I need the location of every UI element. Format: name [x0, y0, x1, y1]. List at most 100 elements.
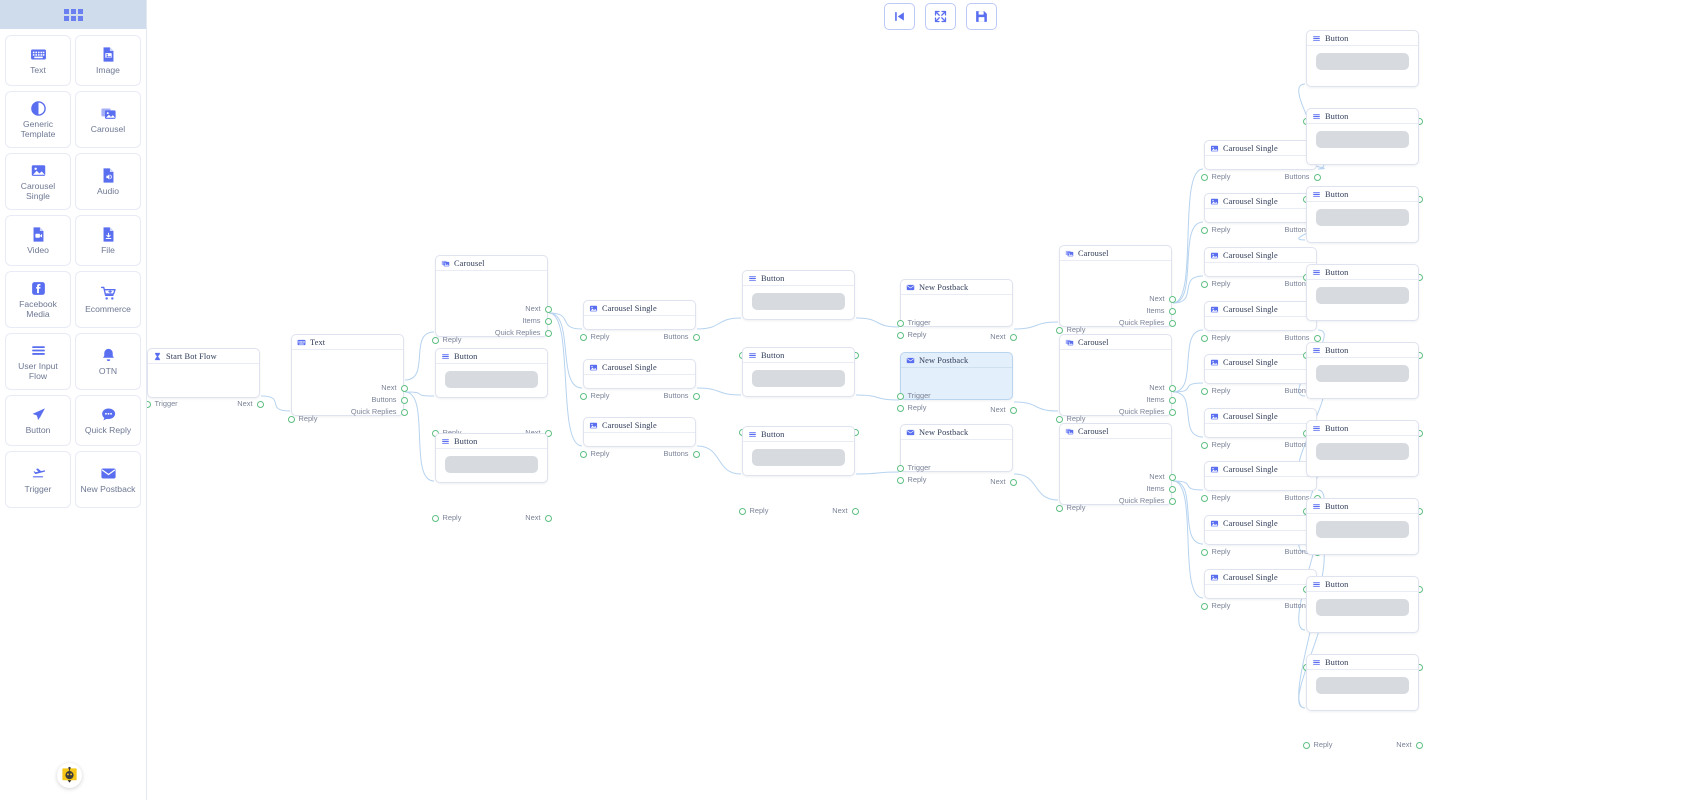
chat-bot-icon[interactable]	[57, 763, 82, 788]
output-port-buttons[interactable]: Buttons	[663, 450, 700, 458]
input-port-reply[interactable]: Reply	[287, 415, 317, 423]
input-port-reply[interactable]: Reply	[1055, 326, 1085, 334]
input-port-reply[interactable]: Reply	[579, 450, 609, 458]
port-dot-icon[interactable]	[287, 415, 295, 423]
port-dot-icon[interactable]	[1200, 494, 1208, 502]
input-port-reply[interactable]: Reply	[1200, 280, 1230, 288]
output-port-buttons[interactable]: Buttons	[1284, 334, 1321, 342]
output-port-buttons[interactable]: Buttons	[663, 333, 700, 341]
output-port-quick-replies[interactable]: Quick Replies	[1119, 319, 1176, 327]
port-dot-icon[interactable]	[1168, 485, 1176, 493]
input-port-reply[interactable]: Reply	[1200, 494, 1230, 502]
sidebar-header[interactable]	[0, 0, 146, 29]
port-dot-icon[interactable]	[692, 450, 700, 458]
port-dot-icon[interactable]	[1168, 473, 1176, 481]
flow-node-carousel[interactable]: Carousel Reply Next Items Quick Replies	[1055, 423, 1176, 512]
palette-item-facebook-media[interactable]: Facebook Media	[5, 271, 71, 328]
port-dot-icon[interactable]	[544, 514, 552, 522]
port-dot-icon[interactable]	[896, 331, 904, 339]
input-port-reply[interactable]: Reply	[579, 333, 609, 341]
port-dot-icon[interactable]	[896, 476, 904, 484]
flow-node-carousel-single[interactable]: Carousel Single Reply Buttons	[579, 417, 700, 458]
output-port-items[interactable]: Items	[1146, 307, 1176, 315]
port-dot-icon[interactable]	[579, 333, 587, 341]
flow-node-button[interactable]: Button Reply Next	[1302, 576, 1423, 671]
flow-node-carousel-single[interactable]: Carousel Single Reply Buttons	[579, 300, 700, 341]
flow-node-button[interactable]: Button Reply Next	[1302, 264, 1423, 359]
port-dot-icon[interactable]	[1313, 334, 1321, 342]
input-port-reply[interactable]: Reply	[1200, 334, 1230, 342]
output-port-next[interactable]: Next	[1149, 473, 1176, 481]
port-dot-icon[interactable]	[1200, 441, 1208, 449]
flow-node-button[interactable]: Button Reply Next	[1302, 420, 1423, 515]
port-dot-icon[interactable]	[431, 514, 439, 522]
port-dot-icon[interactable]	[256, 400, 264, 408]
output-port-next[interactable]: Next	[990, 478, 1017, 486]
output-port-items[interactable]: Items	[522, 317, 552, 325]
flow-node-carousel-single[interactable]: Carousel Single Reply Buttons	[1200, 354, 1321, 395]
port-dot-icon[interactable]	[400, 384, 408, 392]
flow-node-button[interactable]: Button Reply Next	[738, 347, 859, 436]
input-port-reply[interactable]: Reply	[1302, 741, 1332, 749]
flow-node-carousel[interactable]: Carousel Reply Next Items Quick Replies	[1055, 245, 1176, 334]
input-port-trigger[interactable]: Trigger	[896, 392, 931, 400]
fit-screen-button[interactable]	[925, 3, 956, 30]
port-dot-icon[interactable]	[1200, 226, 1208, 234]
input-port-reply[interactable]: Reply	[1200, 173, 1230, 181]
input-port-trigger[interactable]: Trigger	[143, 400, 178, 408]
port-dot-icon[interactable]	[1200, 548, 1208, 556]
port-dot-icon[interactable]	[544, 317, 552, 325]
output-port-quick-replies[interactable]: Quick Replies	[1119, 497, 1176, 505]
port-dot-icon[interactable]	[1200, 280, 1208, 288]
port-dot-icon[interactable]	[1415, 741, 1423, 749]
port-dot-icon[interactable]	[1168, 497, 1176, 505]
port-dot-icon[interactable]	[692, 333, 700, 341]
input-port-reply[interactable]: Reply	[1055, 415, 1085, 423]
port-dot-icon[interactable]	[896, 319, 904, 327]
output-port-next[interactable]: Next	[1149, 295, 1176, 303]
output-port-buttons[interactable]: Buttons	[663, 392, 700, 400]
flow-node-carousel-single[interactable]: Carousel Single Reply Buttons	[1200, 461, 1321, 502]
port-dot-icon[interactable]	[1200, 173, 1208, 181]
flow-node-carousel-single[interactable]: Carousel Single Reply Buttons	[1200, 140, 1321, 181]
port-dot-icon[interactable]	[896, 404, 904, 412]
port-dot-icon[interactable]	[896, 464, 904, 472]
flow-node-button[interactable]: Button Reply Next	[1302, 342, 1423, 437]
output-port-next[interactable]: Next	[832, 507, 859, 515]
port-dot-icon[interactable]	[1055, 504, 1063, 512]
port-dot-icon[interactable]	[851, 507, 859, 515]
port-dot-icon[interactable]	[1168, 396, 1176, 404]
palette-item-button[interactable]: Button	[5, 395, 71, 446]
palette-item-video[interactable]: Video	[5, 215, 71, 266]
port-dot-icon[interactable]	[1055, 415, 1063, 423]
flow-node-carousel[interactable]: Carousel Reply Next Items Quick Replies	[431, 255, 552, 344]
input-port-reply[interactable]: Reply	[1200, 602, 1230, 610]
port-dot-icon[interactable]	[1168, 408, 1176, 416]
flow-node-button[interactable]: Button Reply Next	[431, 348, 552, 437]
output-port-items[interactable]: Items	[1146, 485, 1176, 493]
flow-node-carousel-single[interactable]: Carousel Single Reply Buttons	[1200, 247, 1321, 288]
flow-node-carousel-single[interactable]: Carousel Single Reply Buttons	[1200, 408, 1321, 449]
port-dot-icon[interactable]	[1200, 334, 1208, 342]
output-port-next[interactable]: Next	[1396, 741, 1423, 749]
output-port-quick-replies[interactable]: Quick Replies	[495, 329, 552, 337]
palette-item-carousel-single[interactable]: Carousel Single	[5, 153, 71, 210]
input-port-reply[interactable]: Reply	[1200, 226, 1230, 234]
port-dot-icon[interactable]	[544, 329, 552, 337]
palette-item-file[interactable]: File	[75, 215, 141, 266]
input-port-trigger[interactable]: Trigger	[896, 464, 931, 472]
port-dot-icon[interactable]	[1009, 478, 1017, 486]
palette-item-text[interactable]: Text	[5, 35, 71, 86]
flow-node-carousel-single[interactable]: Carousel Single Reply Buttons	[1200, 193, 1321, 234]
input-port-reply[interactable]: Reply	[896, 476, 926, 484]
input-port-reply[interactable]: Reply	[1200, 441, 1230, 449]
palette-item-audio[interactable]: Audio	[75, 153, 141, 210]
output-port-buttons[interactable]: Buttons	[1284, 173, 1321, 181]
input-port-reply[interactable]: Reply	[579, 392, 609, 400]
palette-item-ecommerce[interactable]: Ecommerce	[75, 271, 141, 328]
flow-node-start-bot-flow[interactable]: Start Bot Flow Trigger Next	[143, 348, 264, 408]
port-dot-icon[interactable]	[1168, 295, 1176, 303]
port-dot-icon[interactable]	[1009, 333, 1017, 341]
palette-item-generic-template[interactable]: Generic Template	[5, 91, 71, 148]
output-port-next[interactable]: Next	[990, 406, 1017, 414]
